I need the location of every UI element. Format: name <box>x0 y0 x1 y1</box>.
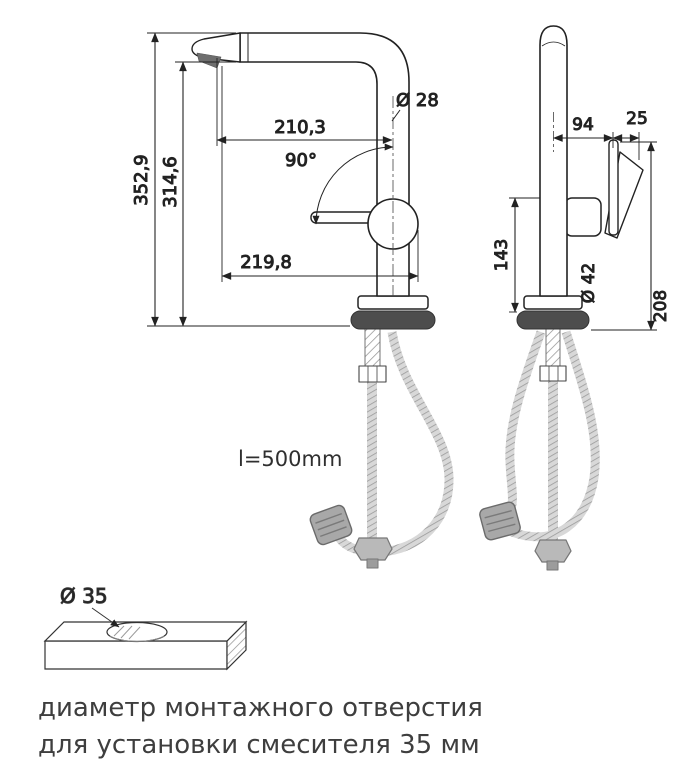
right-view-hoses <box>479 330 600 571</box>
caption: диаметр монтажного отверстия для установ… <box>38 690 668 764</box>
right-view-dimensions: 94 25 143 Ø 42 208 <box>492 109 672 331</box>
left-view-hoses <box>309 331 454 569</box>
right-mounting-stud <box>539 328 567 382</box>
faucet-left-view <box>191 32 454 569</box>
dim-spout-diameter-label: Ø 28 <box>396 90 439 111</box>
dim-base-diameter-label: Ø 42 <box>579 263 599 303</box>
dim-height-spout-label: 314,6 <box>160 156 181 208</box>
left-spray-head <box>191 32 241 69</box>
right-hose-fitting-block <box>479 501 521 541</box>
dim-lever-width-label: 25 <box>626 109 648 129</box>
left-base-seal <box>350 310 436 330</box>
left-hose-end-nut <box>353 537 393 569</box>
right-body-cap-line <box>541 41 566 47</box>
mounting-hole-detail: Ø 35 <box>43 584 248 671</box>
mounting-hole-hatch <box>113 625 141 640</box>
hole-diameter-leader <box>91 607 120 628</box>
dim-reach-lever-label: 219,8 <box>240 252 292 273</box>
caption-line-1: диаметр монтажного отверстия <box>38 693 483 723</box>
right-lever-bar <box>608 139 619 236</box>
dim-height-total-label: 352,9 <box>131 154 152 206</box>
left-faucet-body <box>239 32 410 297</box>
right-faucet-body <box>539 25 568 297</box>
dim-spout-diameter-leader <box>391 109 401 122</box>
mounting-hole-bore <box>109 635 165 642</box>
right-hose-end-nut <box>534 539 572 571</box>
right-mounting-nut <box>539 365 567 382</box>
left-hose-fitting-block <box>309 504 353 546</box>
faucet-right-view <box>479 25 644 571</box>
dim-height-lever-label: 208 <box>651 290 671 322</box>
counter-front-face <box>44 640 228 670</box>
right-base-seal <box>516 310 590 330</box>
dim-body-height-label: 143 <box>492 239 512 271</box>
hose-length-label: l=500mm <box>238 447 342 471</box>
right-second-hose <box>504 330 546 517</box>
left-base-flange <box>357 295 429 310</box>
left-mounting-stud <box>358 328 387 383</box>
left-loop-hose <box>331 331 454 557</box>
left-mounting-nut <box>358 365 387 383</box>
caption-line-2: для установки смесителя 35 мм <box>38 730 480 760</box>
right-handle-block <box>564 197 602 237</box>
left-view-dimensions: Ø 28 210,3 90° 352,9 314,6 219,8 <box>131 32 439 327</box>
dim-depth-label: 94 <box>572 115 594 135</box>
dim-reach-top-label: 210,3 <box>274 117 326 138</box>
hole-diameter-label: Ø 35 <box>60 584 108 608</box>
dim-angle-arc <box>312 143 394 225</box>
dim-angle-label: 90° <box>285 150 317 171</box>
right-base-flange <box>523 295 583 310</box>
